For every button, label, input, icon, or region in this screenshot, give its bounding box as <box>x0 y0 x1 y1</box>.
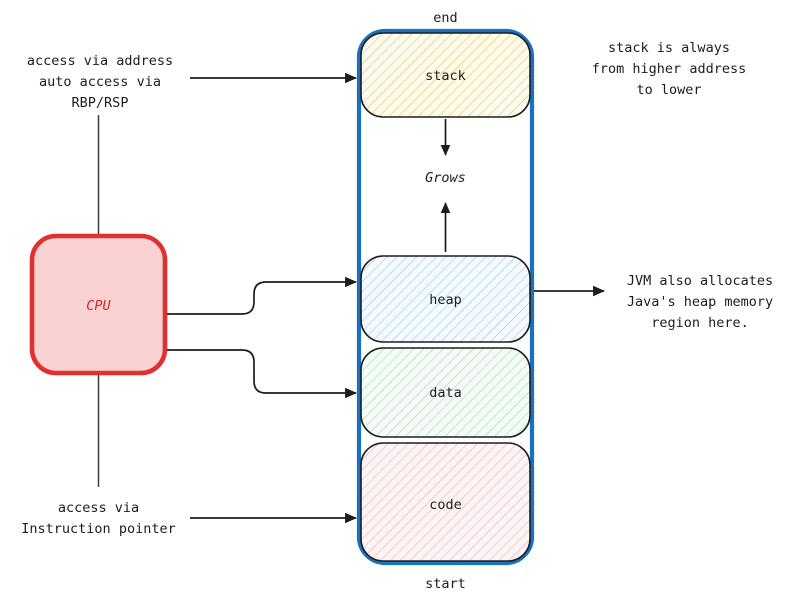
instruction-pointer-note: access via Instruction pointer <box>21 500 175 537</box>
cpu-to-data-arrow <box>167 349 357 399</box>
jvm-note: JVM also allocates Java's heap memory re… <box>627 273 773 331</box>
segment-heap-box <box>360 255 531 343</box>
cpu-to-heap-arrow <box>167 276 357 315</box>
segment-code-box <box>360 442 531 562</box>
instruction-note-line-1: access via <box>58 500 139 516</box>
stack-direction-note: stack is always from higher address to l… <box>592 40 746 98</box>
segment-data[interactable]: data <box>360 347 531 438</box>
segment-stack-box <box>360 32 531 118</box>
access-note-line-1: access via address <box>27 53 173 69</box>
cpu-label: CPU <box>86 298 111 314</box>
access-note-line-3: RBP/RSP <box>72 95 129 111</box>
access-via-address-note: access via address auto access via RBP/R… <box>27 53 173 111</box>
segment-code[interactable]: code <box>360 442 531 562</box>
stack-direction-line-3: to lower <box>636 82 701 98</box>
grows-label: Grows <box>425 170 466 186</box>
jvm-note-line-2: Java's heap memory <box>627 294 773 310</box>
segment-data-box <box>360 347 531 438</box>
instruction-note-line-2: Instruction pointer <box>21 521 175 537</box>
cpu-box[interactable]: CPU <box>29 233 168 376</box>
stack-direction-line-1: stack is always <box>608 40 730 56</box>
segment-heap-label: heap <box>429 292 462 308</box>
segment-stack[interactable]: stack <box>360 32 531 118</box>
stack-direction-line-2: from higher address <box>592 61 746 77</box>
access-note-line-2: auto access via <box>39 74 161 90</box>
segment-stack-label: stack <box>425 68 466 84</box>
jvm-note-line-1: JVM also allocates <box>627 273 773 289</box>
jvm-note-line-3: region here. <box>651 315 749 331</box>
segment-data-label: data <box>429 385 462 401</box>
start-label: start <box>425 576 466 592</box>
cpu-box-rect <box>29 233 168 376</box>
segment-heap[interactable]: heap <box>360 255 531 343</box>
segment-code-label: code <box>429 497 462 513</box>
end-label: end <box>433 10 457 26</box>
